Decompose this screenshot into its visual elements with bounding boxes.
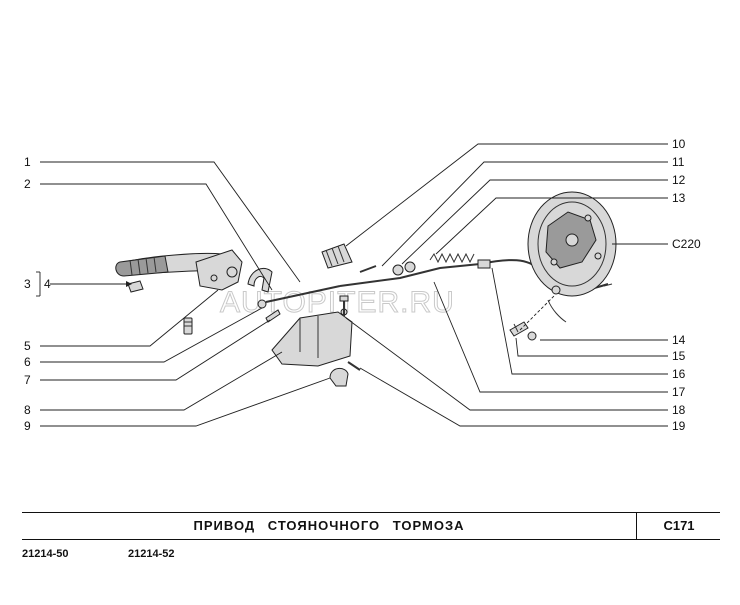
plate-washer: [527, 331, 537, 341]
clamp: [329, 368, 349, 387]
lever-bracket: [195, 249, 243, 291]
callout-11: 11: [672, 155, 685, 169]
rubber-boot: [321, 243, 353, 269]
equalizer-yoke: [247, 268, 341, 309]
callout-2: 2: [24, 177, 31, 191]
callout-c220: C220: [672, 237, 701, 251]
callout-18: 18: [672, 403, 686, 417]
callout-8: 8: [24, 403, 31, 417]
cable-end-lock: [547, 283, 613, 323]
plate-bolt: [509, 321, 529, 337]
callout-1: 1: [24, 155, 31, 169]
callout-5: 5: [24, 339, 31, 353]
brake-backing-plate: [527, 191, 617, 297]
model-code-a: 21214-50: [22, 548, 69, 560]
small-bolt: [339, 295, 349, 316]
callout-4: 4: [44, 277, 51, 291]
callout-10: 10: [672, 137, 686, 151]
leader-lines: [36, 143, 668, 427]
diagram-title: ПРИВОД СТОЯНОЧНОГО ТОРМОЗА: [193, 518, 465, 533]
lever-bolt: [183, 317, 193, 335]
model-code-b: 21214-52: [128, 548, 175, 560]
diagram-code: C171: [663, 518, 695, 533]
cable-guide: [477, 259, 491, 269]
callout-17: 17: [672, 385, 686, 399]
adjuster-nuts: [392, 261, 416, 276]
callout-9: 9: [24, 419, 31, 433]
callout-19: 19: [672, 419, 686, 433]
callout-14: 14: [672, 333, 686, 347]
button-cap: [127, 280, 144, 293]
return-spring: [429, 252, 475, 264]
callout-labels: 1 2 3 4 5 6 7 8 9 10 11 12 13 C220 14 15…: [24, 137, 701, 433]
callout-13: 13: [672, 191, 686, 205]
callout-3: 3: [24, 277, 31, 291]
screw: [347, 361, 361, 371]
title-divider: [636, 513, 637, 539]
callout-6: 6: [24, 355, 31, 369]
callout-15: 15: [672, 349, 686, 363]
callout-16: 16: [672, 367, 686, 381]
title-block: ПРИВОД СТОЯНОЧНОГО ТОРМОЗА C171: [22, 512, 720, 540]
callout-7: 7: [24, 373, 31, 387]
small-pin: [265, 309, 281, 323]
callout-12: 12: [672, 173, 686, 187]
